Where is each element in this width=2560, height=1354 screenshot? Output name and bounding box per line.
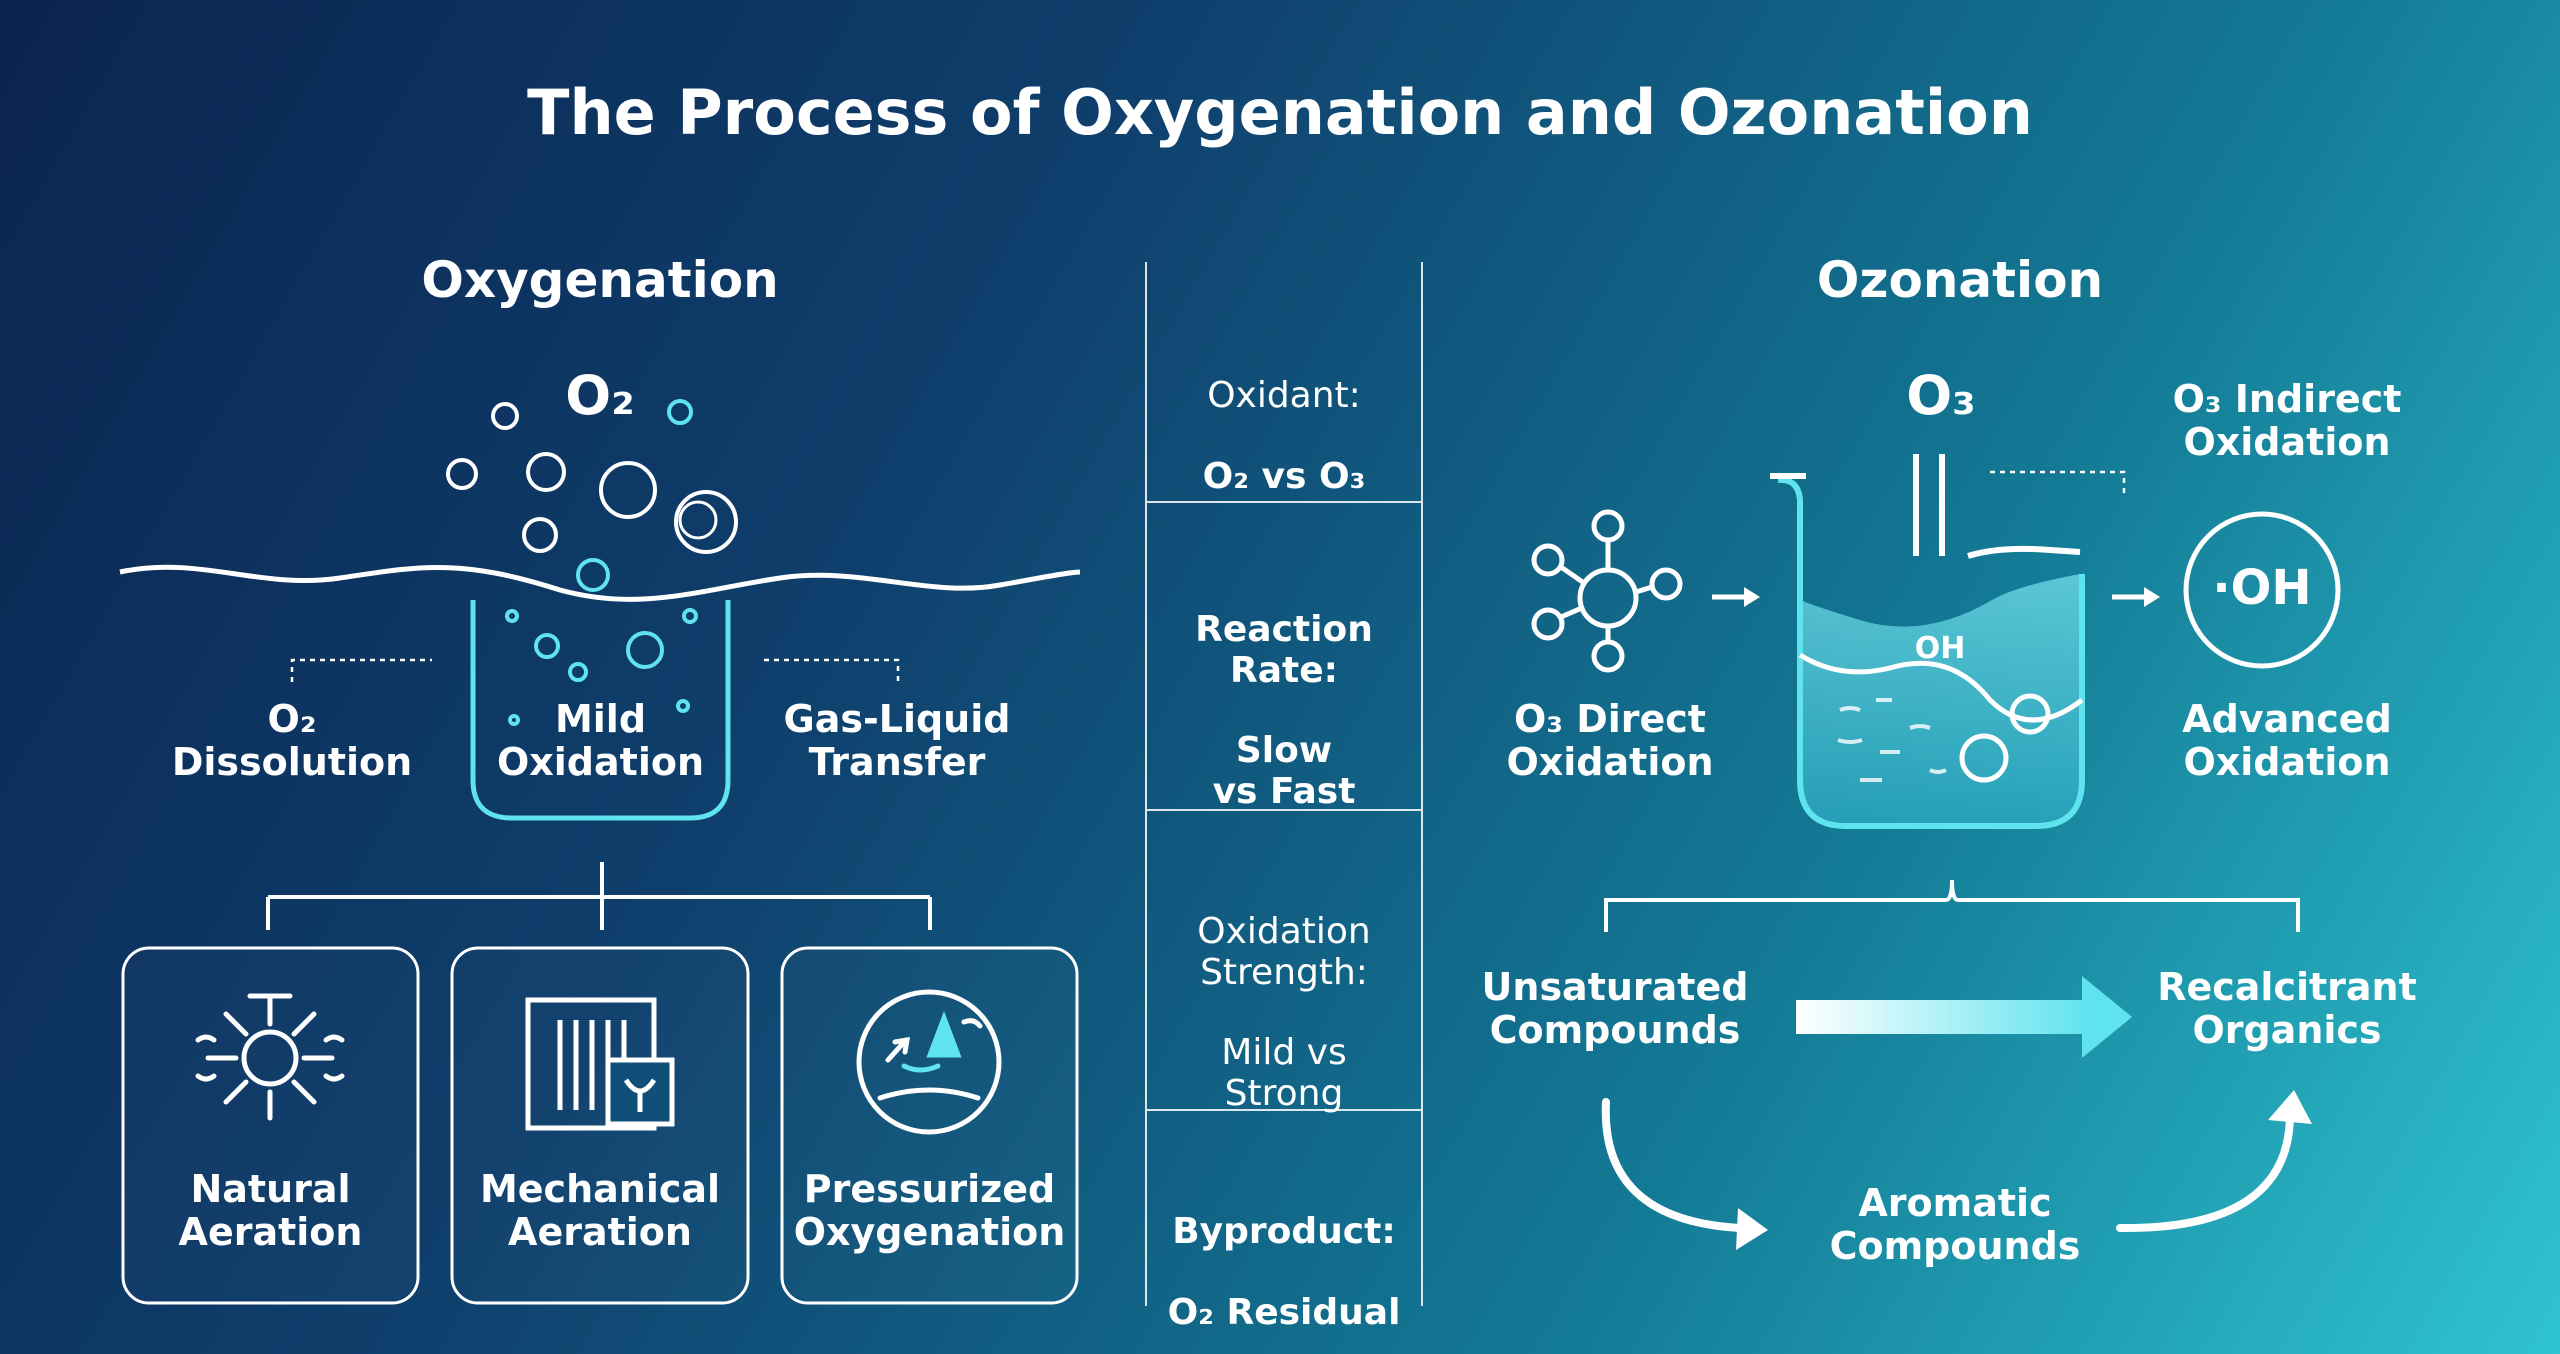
comparison-grid-lines	[1145, 262, 1423, 1306]
curved-arrow-to-aromatic	[1601, 1098, 1768, 1250]
methods-branch-lines	[266, 862, 932, 930]
sun-diffuser-icon	[195, 993, 345, 1121]
comparison-reaction-rate: Reaction Rate: Slow vs Fast	[1146, 570, 1422, 812]
molecule-icon	[1531, 509, 1683, 673]
natural-aeration-label: Natural Aeration	[178, 1167, 363, 1254]
pressurized-oxygenation-label: Pressurized Oxygenation	[793, 1167, 1066, 1254]
pressurized-oxygenation-box	[780, 946, 1079, 1305]
comparison-rate-title: Reaction Rate:	[1195, 609, 1373, 691]
arrow-to-radical	[2112, 587, 2160, 607]
comparison-oxidant-title: Oxidant:	[1207, 375, 1361, 417]
mild-oxidation-label: Mild Oxidation	[496, 697, 705, 784]
unsaturated-compounds-label: Unsaturated Compounds	[1481, 965, 1749, 1052]
oxygenation-heading: Oxygenation	[421, 251, 779, 309]
main-conversion-arrow	[1796, 976, 2132, 1058]
comparison-byproduct-value: O₂ Residual	[1167, 1291, 1401, 1333]
o3-formula: O₃	[1906, 364, 1976, 427]
container-bubbles	[505, 608, 698, 726]
o3-indirect-oxidation-label: O₃ Indirect Oxidation	[2172, 377, 2402, 464]
hydroxyl-radical-label: ·OH	[2212, 560, 2312, 616]
mechanical-aerator-icon	[525, 997, 675, 1131]
o3-direct-oxidation-label: O₃ Direct Oxidation	[1506, 697, 1714, 784]
comparison-byproduct-title: Byproduct:	[1172, 1211, 1396, 1253]
comparison-strength-title: Oxidation Strength:	[1197, 911, 1371, 993]
o2-formula: O₂	[565, 364, 635, 427]
comparison-oxidant: Oxidant: O₂ vs O₃	[1146, 336, 1422, 497]
ozone-beaker	[1770, 454, 2085, 829]
arrow-to-beaker	[1712, 587, 1760, 607]
natural-aeration-box	[121, 946, 420, 1305]
dissolution-connector	[290, 658, 432, 682]
comparison-byproduct: Byproduct: O₂ Residual	[1146, 1172, 1422, 1333]
hydroxyl-radical-circle	[2183, 511, 2341, 669]
pressure-gauge-icon	[856, 989, 1002, 1135]
o2-dissolution-label: O₂ Dissolution	[171, 697, 413, 784]
comparison-rate-value: Slow vs Fast	[1212, 730, 1356, 812]
comparison-oxidation-strength: Oxidation Strength: Mild vs Strong	[1146, 872, 1422, 1114]
o2-bubbles	[446, 399, 738, 592]
aromatic-compounds-label: Aromatic Compounds	[1829, 1181, 2081, 1268]
comparison-oxidant-value: O₂ vs O₃	[1202, 455, 1366, 497]
page-title: The Process of Oxygenation and Ozonation	[527, 76, 2033, 149]
mechanical-aeration-box	[450, 946, 750, 1305]
mechanical-aeration-label: Mechanical Aeration	[479, 1167, 721, 1254]
indirect-connector	[1990, 470, 2126, 494]
recalcitrant-organics-label: Recalcitrant Organics	[2157, 965, 2417, 1052]
ozonation-heading: Ozonation	[1816, 251, 2104, 309]
oxygenation-container	[470, 600, 731, 821]
advanced-oxidation-label: Advanced Oxidation	[2182, 697, 2392, 784]
comparison-strength-value: Mild vs Strong	[1221, 1032, 1347, 1114]
water-surface-wave	[119, 564, 1081, 602]
ozonation-bracket	[1604, 879, 2300, 932]
curved-arrow-to-recalcitrant	[2116, 1090, 2312, 1233]
gas-liquid-transfer-label: Gas-Liquid Transfer	[783, 697, 1011, 784]
beaker-oh-label: OH	[1914, 631, 1966, 666]
gas-liquid-connector	[764, 658, 900, 682]
